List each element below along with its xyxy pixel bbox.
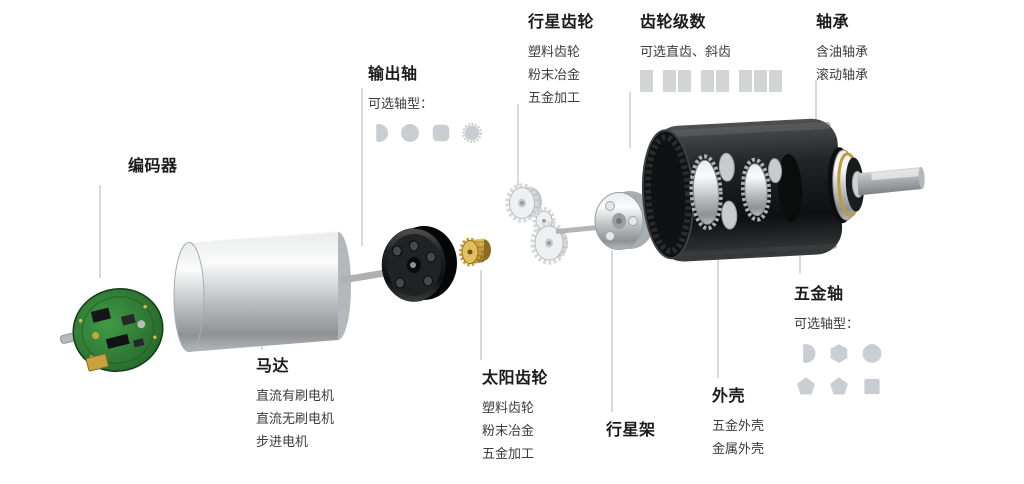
- output-shaft-shape-icons: [368, 122, 483, 144]
- housing-item: 金属外壳: [712, 442, 765, 457]
- label-sun-gear: 太阳齿轮 塑料齿轮 粉末冶金 五金加工: [482, 364, 548, 466]
- encoder-pcb-part: [59, 288, 164, 372]
- knurled-shaft-icon: [462, 123, 482, 143]
- label-housing: 外壳 五金外壳 金属外壳: [712, 382, 764, 461]
- label-planetary-gear: 行星齿轮 塑料齿轮 粉末冶金 五金加工: [528, 8, 594, 110]
- housing-title: 外壳: [712, 386, 746, 405]
- pentagon-shaft-icon: [797, 377, 815, 395]
- label-hardware-shaft: 五金轴 可选轴型：: [794, 280, 884, 408]
- motor-item: 直流有刷电机: [256, 389, 335, 404]
- label-planet-carrier: 行星架: [606, 416, 656, 449]
- gear-stage-2-icon: [701, 70, 729, 92]
- hardware-shaft-title: 五金轴: [794, 284, 844, 303]
- sun-gear-item: 塑料齿轮: [482, 401, 535, 416]
- motor-item: 步进电机: [256, 435, 309, 450]
- gear-stage-3-icon: [739, 70, 782, 92]
- d-cut-shaft-icon: [803, 344, 816, 363]
- bearing-title: 轴承: [816, 12, 850, 31]
- round-shaft-icon: [401, 124, 419, 142]
- square-shaft-icon: [864, 378, 880, 395]
- hardware-shaft-shape-icons-row2: [794, 375, 884, 398]
- label-bearing: 轴承 含油轴承 滚动轴承: [816, 8, 868, 87]
- planet-carrier-title: 行星架: [606, 420, 656, 439]
- label-gear-stages: 齿轮级数 可选直齿、斜齿: [640, 8, 782, 92]
- gear-stage-1-icon: [640, 70, 653, 92]
- output-shaft-subtitle: 可选轴型：: [368, 97, 434, 112]
- planet-carrier-part: [556, 191, 655, 250]
- gear-stages-title: 齿轮级数: [640, 12, 707, 31]
- hardware-shaft-subtitle: 可选轴型：: [794, 317, 860, 332]
- housing-item: 五金外壳: [712, 419, 765, 434]
- planetary-gears-part: [505, 183, 568, 265]
- planetary-gear-item: 塑料齿轮: [528, 45, 581, 60]
- housing-part: [641, 118, 925, 262]
- label-output-shaft: 输出轴 可选轴型：: [368, 60, 483, 154]
- pentagon-shaft-icon: [830, 377, 848, 395]
- bearing-item: 滚动轴承: [816, 68, 869, 83]
- gear-stage-2-icon: [663, 70, 691, 92]
- d-cut-shaft-icon: [376, 124, 389, 142]
- bearing-item: 含油轴承: [816, 45, 869, 60]
- gear-stage-icons: [640, 70, 782, 92]
- end-cap-part: [381, 226, 457, 302]
- rounded-square-shaft-icon: [432, 124, 450, 142]
- round-shaft-icon: [862, 344, 882, 363]
- motor-title: 马达: [256, 356, 290, 375]
- label-encoder: 编码器: [128, 152, 178, 185]
- motor-part: [173, 231, 393, 352]
- sun-gear-item: 五金加工: [482, 447, 535, 462]
- planetary-gear-title: 行星齿轮: [528, 12, 595, 31]
- sun-gear-item: 粉末冶金: [482, 424, 535, 439]
- sun-gear-title: 太阳齿轮: [482, 368, 549, 387]
- label-motor: 马达 直流有刷电机 直流无刷电机 步进电机: [256, 352, 334, 454]
- motor-item: 直流无刷电机: [256, 412, 335, 427]
- output-shaft-title: 输出轴: [368, 64, 418, 83]
- gear-stages-subtitle: 可选直齿、斜齿: [640, 45, 732, 60]
- planetary-gear-item: 粉末冶金: [528, 68, 581, 83]
- hexagon-shaft-icon: [830, 344, 848, 363]
- hardware-shaft-shape-icons-row1: [794, 342, 884, 365]
- encoder-title: 编码器: [128, 156, 178, 175]
- planetary-gear-item: 五金加工: [528, 91, 581, 106]
- sun-gear-part: [459, 237, 491, 267]
